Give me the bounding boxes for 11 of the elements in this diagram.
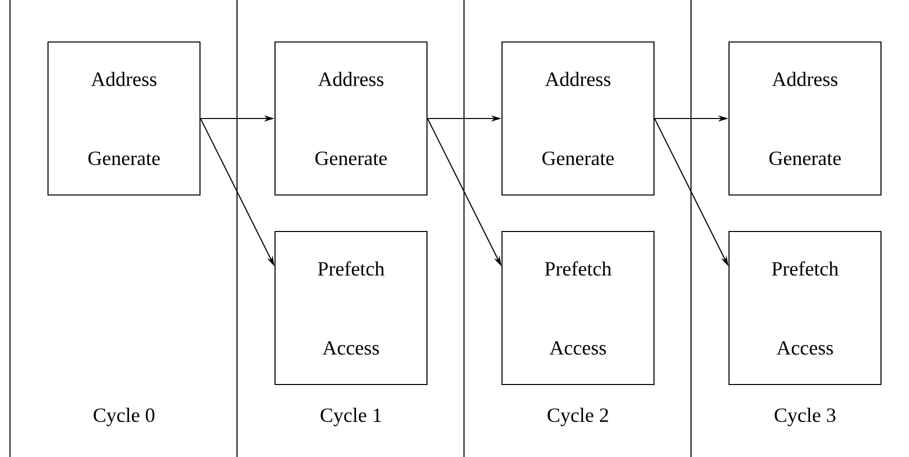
process-box: Prefetch Access <box>728 231 882 386</box>
process-box: Prefetch Access <box>502 231 655 386</box>
process-box: Address Generate <box>728 42 882 196</box>
cycle-label: Cycle 0 <box>94 408 154 426</box>
process-box: Prefetch Access <box>274 231 428 386</box>
cycle-label: Cycle 1 <box>320 408 381 426</box>
cycle-label: Cycle 3 <box>774 408 836 426</box>
process-box: Address Generate <box>274 42 428 196</box>
process-box: Address Generate <box>502 42 655 196</box>
process-box: Address Generate <box>48 42 201 196</box>
cycle-label: Cycle 2 <box>548 408 608 426</box>
